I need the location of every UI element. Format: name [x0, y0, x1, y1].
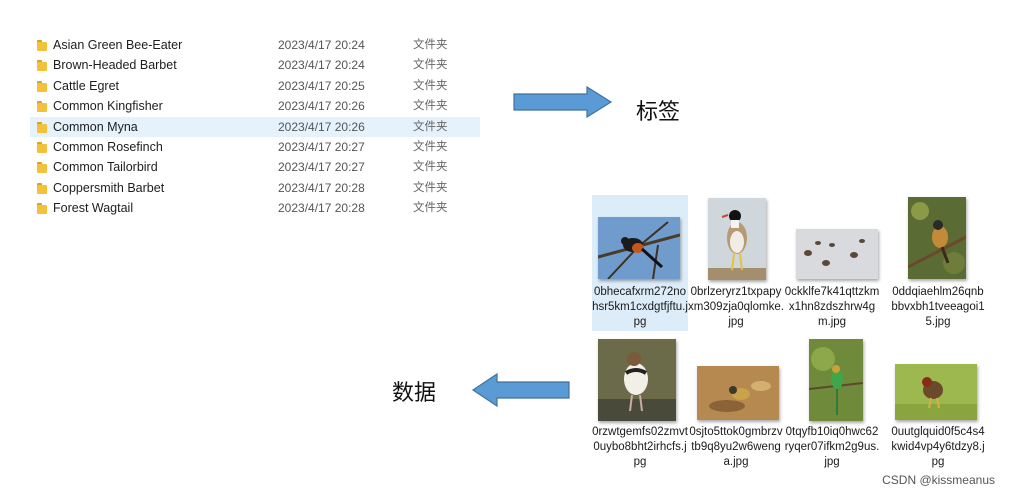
folder-icon [37, 203, 47, 215]
folder-icon [37, 141, 47, 153]
thumbnail-filename: 0sjto5ttok0gmbrzvtb9q8yu2w6wenga.jpg [689, 426, 783, 468]
item-type: 文件夹 [413, 59, 448, 72]
thumbnail-filename: 0tqyfb10iq0hwc62ryqer07ifkm2g9us.jpg [784, 426, 880, 468]
folder-name: Forest Wagtail [53, 201, 134, 216]
folder-row[interactable]: Asian Green Bee-Eater 2023/4/17 20:24 文件夹 [30, 35, 480, 55]
bird-photo-thumbnail [908, 197, 966, 279]
modified-date: 2023/4/17 20:28 [278, 180, 365, 195]
right-arrow-icon [513, 86, 613, 118]
folder-row[interactable]: Coppersmith Barbet 2023/4/17 20:28 文件夹 [30, 178, 480, 198]
folder-name: Coppersmith Barbet [53, 180, 165, 195]
folder-icon [37, 80, 47, 92]
folder-row[interactable]: Common Tailorbird 2023/4/17 20:27 文件夹 [30, 157, 480, 177]
item-type: 文件夹 [413, 161, 448, 174]
thumbnail-item[interactable]: 0bhecafxrm272nohsr5km1cxdgtfjftu.jpg [592, 195, 688, 331]
modified-date: 2023/4/17 20:27 [278, 160, 365, 175]
thumbnail-item[interactable]: 0sjto5ttok0gmbrzvtb9q8yu2w6wenga.jpg [688, 337, 784, 469]
folder-name: Common Kingfisher [53, 99, 163, 114]
modified-date: 2023/4/17 20:27 [278, 139, 365, 154]
folder-icon [37, 182, 47, 194]
thumbnail-item[interactable]: 0uutglquid0f5c4s4kwid4vp4y6tdzy8.jpg [890, 337, 986, 469]
thumbnail-filename: 0uutglquid0f5c4s4kwid4vp4y6tdzy8.jpg [891, 426, 985, 468]
modified-date: 2023/4/17 20:24 [278, 38, 365, 52]
modified-date: 2023/4/17 20:26 [278, 119, 365, 134]
folder-icon [37, 121, 47, 133]
thumbnail-filename: 0ddqiaehlm26qnbbbvxbh1tveeagoi15.jpg [891, 286, 985, 328]
item-type: 文件夹 [413, 79, 448, 92]
thumbnail-item[interactable]: 0ckklfe7k41qttzkmx1hn8zdszhrw4gm.jpg [784, 195, 880, 331]
thumbnail-item[interactable]: 0rzwtgemfs02zmvt0uybo8bht2irhcfs.jpg [592, 337, 688, 469]
thumbnail-item[interactable]: 0tqyfb10iq0hwc62ryqer07ifkm2g9us.jpg [784, 337, 880, 469]
folder-icon [37, 101, 47, 113]
thumbnail-item[interactable]: 0ddqiaehlm26qnbbbvxbh1tveeagoi15.jpg [890, 195, 986, 331]
item-type: 文件夹 [413, 181, 448, 194]
folder-name: Common Tailorbird [53, 160, 158, 175]
thumbnail-item[interactable]: 0brlzeryrz1txpapyxm309zja0qlomke.jpg [688, 195, 784, 331]
data-label: 数据 [392, 381, 437, 406]
watermark: CSDN @kissmeanus [882, 473, 995, 487]
thumbnail-filename: 0brlzeryrz1txpapyxm309zja0qlomke.jpg [688, 286, 784, 328]
item-type: 文件夹 [413, 202, 448, 215]
folder-name: Asian Green Bee-Eater [53, 38, 183, 52]
folder-name: Brown-Headed Barbet [53, 58, 177, 73]
modified-date: 2023/4/17 20:28 [278, 201, 365, 216]
folder-row[interactable]: Common Kingfisher 2023/4/17 20:26 文件夹 [30, 96, 480, 116]
folder-row[interactable]: Common Rosefinch 2023/4/17 20:27 文件夹 [30, 137, 480, 157]
bird-photo-thumbnail [796, 229, 878, 279]
bird-photo-thumbnail [895, 364, 977, 420]
left-arrow-icon [471, 373, 570, 407]
thumbnail-filename: 0bhecafxrm272nohsr5km1cxdgtfjftu.jpg [592, 286, 688, 328]
item-type: 文件夹 [413, 140, 448, 153]
folder-name: Common Rosefinch [53, 139, 163, 154]
folder-icon [37, 40, 47, 51]
modified-date: 2023/4/17 20:25 [278, 78, 365, 93]
thumbnail-filename: 0rzwtgemfs02zmvt0uybo8bht2irhcfs.jpg [592, 426, 688, 468]
bird-photo-thumbnail [697, 366, 779, 420]
bird-photo-thumbnail [598, 217, 680, 279]
folder-row[interactable]: Forest Wagtail 2023/4/17 20:28 文件夹 [30, 198, 480, 218]
modified-date: 2023/4/17 20:24 [278, 58, 365, 73]
modified-date: 2023/4/17 20:26 [278, 99, 365, 114]
folder-row[interactable]: Brown-Headed Barbet 2023/4/17 20:24 文件夹 [30, 55, 480, 75]
folder-row[interactable]: Cattle Egret 2023/4/17 20:25 文件夹 [30, 76, 480, 96]
bird-photo-thumbnail [809, 339, 863, 421]
folder-icon [37, 162, 47, 174]
folder-name: Cattle Egret [53, 78, 120, 93]
item-type: 文件夹 [413, 120, 448, 133]
item-type: 文件夹 [413, 100, 448, 113]
folder-name: Common Myna [53, 119, 138, 134]
thumbnail-filename: 0ckklfe7k41qttzkmx1hn8zdszhrw4gm.jpg [784, 286, 880, 328]
bird-photo-thumbnail [708, 198, 766, 280]
bird-photo-thumbnail [598, 339, 676, 421]
folder-row[interactable]: Common Myna 2023/4/17 20:26 文件夹 [30, 116, 480, 137]
tags-label: 标签 [636, 100, 681, 125]
folder-icon [37, 60, 47, 72]
item-type: 文件夹 [413, 39, 448, 51]
